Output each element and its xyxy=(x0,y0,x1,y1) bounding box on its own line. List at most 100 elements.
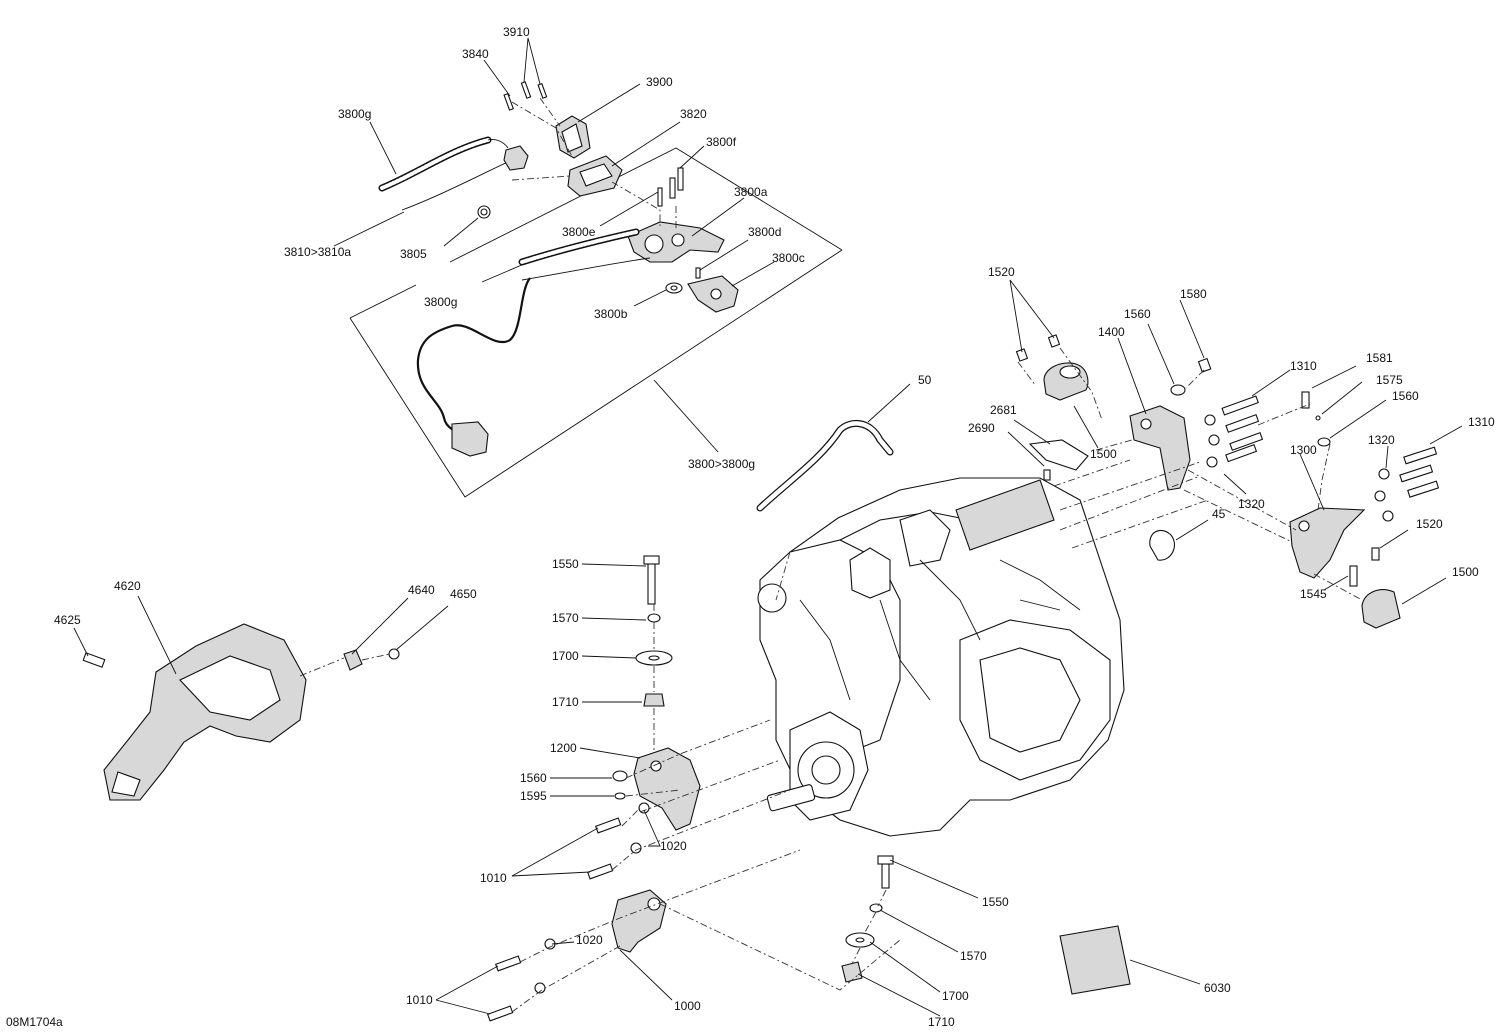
callout-2690: 2690 xyxy=(968,421,995,435)
nut-1710-top xyxy=(643,693,665,707)
callout-1010-a: 1010 xyxy=(480,871,507,885)
callout-1020-b: 1020 xyxy=(576,933,603,947)
callout-1310-a: 1310 xyxy=(1290,359,1317,373)
callout-1710-low: 1710 xyxy=(928,1015,955,1029)
bracket-1400 xyxy=(1129,405,1191,491)
washer-1570-low xyxy=(869,903,883,913)
pin-2690 xyxy=(1043,469,1051,481)
callout-50: 50 xyxy=(918,373,932,387)
bolts-1010-b xyxy=(486,938,556,1022)
callout-3800e: 3800e xyxy=(562,225,596,239)
callout-1700-top: 1700 xyxy=(552,649,579,663)
callout-45: 45 xyxy=(1212,507,1226,521)
callout-1310-b: 1310 xyxy=(1468,415,1495,429)
callout-3800f: 3800f xyxy=(706,135,737,149)
callout-1560-low: 1560 xyxy=(520,771,547,785)
bolts-1310-b xyxy=(1374,446,1440,522)
callout-1010-b: 1010 xyxy=(406,993,433,1007)
bolts-1010-a xyxy=(586,802,650,880)
hose-3800g-low xyxy=(518,228,651,281)
washer-1700-top xyxy=(635,650,673,666)
callout-3900: 3900 xyxy=(646,75,673,89)
callout-3910: 3910 xyxy=(503,25,530,39)
callout-1575: 1575 xyxy=(1376,373,1403,387)
screw-3800d xyxy=(695,267,701,279)
callout-1300: 1300 xyxy=(1290,443,1317,457)
screw-1520-r xyxy=(1371,547,1380,561)
callout-1560-top: 1560 xyxy=(1124,307,1151,321)
callout-1520-top: 1520 xyxy=(988,265,1015,279)
washer-1570-top xyxy=(647,613,661,623)
callout-3800-kit: 3800>3800g xyxy=(688,457,755,471)
bracket-1300 xyxy=(1289,507,1366,579)
bracket-4620 xyxy=(103,623,307,801)
nut-4650 xyxy=(388,648,400,660)
washer-1595 xyxy=(614,792,626,800)
callout-1560-r: 1560 xyxy=(1392,389,1419,403)
bolt-1550-top xyxy=(643,555,660,605)
bracket-1200 xyxy=(633,747,701,831)
callout-3800a: 3800a xyxy=(734,185,768,199)
engine-assembly xyxy=(757,477,1125,837)
callout-1550-top: 1550 xyxy=(552,557,579,571)
callout-3840: 3840 xyxy=(462,47,489,61)
callout-3805: 3805 xyxy=(400,247,427,261)
washer-1560-low xyxy=(612,770,628,782)
callout-3800g-low: 3800g xyxy=(424,295,457,309)
bolt-1581 xyxy=(1301,391,1310,409)
screws-1520-top xyxy=(1015,334,1212,373)
gasket-2681 xyxy=(1028,439,1089,471)
housing-3820 xyxy=(567,155,623,197)
diagram-code: 08M1704a xyxy=(6,1015,63,1029)
callout-1545: 1545 xyxy=(1300,587,1327,601)
callout-3800c: 3800c xyxy=(772,251,805,265)
callout-4650: 4650 xyxy=(450,587,477,601)
hose-3800g-top xyxy=(378,136,513,211)
callout-labels: 3910 3840 3900 3820 3800f 3800g 3800e 38… xyxy=(6,25,1495,1029)
callout-1200: 1200 xyxy=(550,741,577,755)
mount-1500-r xyxy=(1361,589,1401,629)
callout-3800b: 3800b xyxy=(594,307,628,321)
callout-1550-low: 1550 xyxy=(982,895,1009,909)
washer-3800b xyxy=(665,282,683,294)
callout-1500-top: 1500 xyxy=(1090,447,1117,461)
bolt-1545 xyxy=(1349,565,1358,587)
callout-1581: 1581 xyxy=(1366,351,1393,365)
callout-1570-top: 1570 xyxy=(552,611,579,625)
callout-1320-b: 1320 xyxy=(1238,497,1265,511)
harness-wire-3800 xyxy=(416,277,531,457)
clip-3805 xyxy=(477,205,491,219)
nut-1710-low xyxy=(841,961,863,983)
callout-1595: 1595 xyxy=(520,789,547,803)
clip-4640 xyxy=(343,649,363,671)
callout-3810: 3810>3810a xyxy=(284,245,351,259)
callout-1320-a: 1320 xyxy=(1368,433,1395,447)
washer-1700-low xyxy=(845,932,875,948)
callout-4620: 4620 xyxy=(114,579,141,593)
callout-2681: 2681 xyxy=(990,403,1017,417)
callout-3820: 3820 xyxy=(680,107,707,121)
callout-1710-top: 1710 xyxy=(552,695,579,709)
assembly-dash-lines xyxy=(299,97,1363,1013)
callout-1570-low: 1570 xyxy=(960,949,987,963)
washer-1560-top xyxy=(1170,384,1186,396)
callout-1520-r: 1520 xyxy=(1416,517,1443,531)
callout-6030: 6030 xyxy=(1204,981,1231,995)
strap-45 xyxy=(1149,529,1175,561)
callout-1400: 1400 xyxy=(1098,325,1125,339)
leader-lines xyxy=(73,37,1463,1017)
connector-3810 xyxy=(503,145,529,171)
bracket-1000 xyxy=(611,889,667,953)
bolt-1550-low xyxy=(877,855,894,889)
bolts-1310-a xyxy=(1204,395,1264,468)
screws-3800f-3800e xyxy=(657,167,684,207)
bracket-3800c xyxy=(687,275,739,313)
callout-4625: 4625 xyxy=(54,613,81,627)
lever-3800a xyxy=(627,221,725,263)
callout-3800d: 3800d xyxy=(748,225,781,239)
callout-1700-low: 1700 xyxy=(942,989,969,1003)
callout-1000: 1000 xyxy=(674,999,701,1013)
vent-hose-50 xyxy=(756,419,894,512)
callout-4640: 4640 xyxy=(408,583,435,597)
